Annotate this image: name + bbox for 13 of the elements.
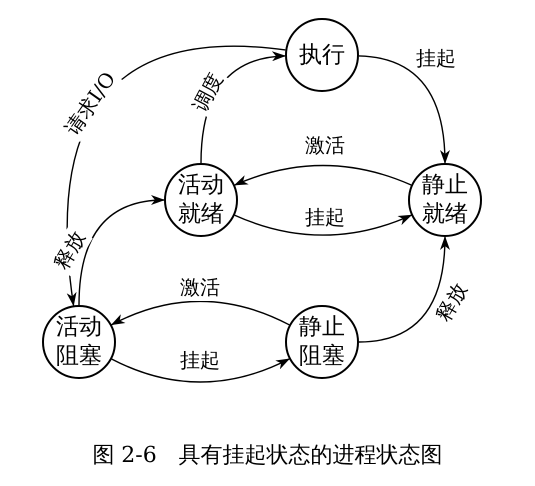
arrow: [110, 300, 290, 326]
arrow: [78, 196, 165, 306]
state-circle: 执行: [285, 18, 359, 92]
arrow: [358, 236, 450, 343]
caption: 图 2-6 具有挂起状态的进程状态图: [91, 442, 444, 470]
state-circle: 静止阻塞: [285, 305, 359, 379]
state-circle: 活动阻塞: [42, 305, 116, 379]
arrow: [234, 214, 412, 236]
arrow: [234, 164, 412, 186]
state-circle: 活动就绪: [164, 163, 238, 237]
state-circle: 静止就绪: [408, 163, 482, 237]
arrow: [112, 358, 290, 383]
arrow: [358, 55, 450, 164]
